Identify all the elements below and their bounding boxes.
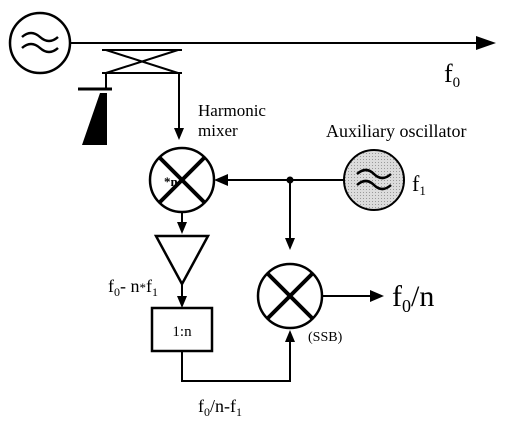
load-icon <box>82 93 107 145</box>
divider-box: 1:n <box>150 306 214 353</box>
aux-oscillator <box>343 149 405 211</box>
harmonic-mixer-label-2: mixer <box>198 121 238 140</box>
directional-coupler <box>102 49 182 74</box>
aux-oscillator-label: Auxiliary oscillator <box>326 121 466 141</box>
if-signal-label: f0- n*f1 <box>108 276 158 299</box>
ssb-output-line <box>322 290 384 302</box>
ssb-mixer <box>256 262 324 330</box>
termination-load <box>78 73 112 145</box>
mixer-to-amp-line <box>177 212 187 234</box>
svg-text:f1: f1 <box>412 171 426 198</box>
main-oscillator <box>8 11 72 75</box>
aux-freq-base: f <box>412 171 420 196</box>
amp-to-divider-line <box>177 284 187 308</box>
divided-output-label: f0/n <box>392 280 434 316</box>
harmonic-mixer: *n <box>148 146 216 214</box>
divider-to-ssb-line <box>181 330 295 382</box>
harmonic-factor: *n <box>164 174 179 189</box>
main-output-line <box>70 36 496 50</box>
arrowhead-icon <box>370 290 384 302</box>
main-output-label: f0 <box>444 59 460 91</box>
triangle-icon <box>153 234 211 287</box>
sine-wave-icon <box>356 168 392 191</box>
arrowhead-icon <box>476 36 496 50</box>
sine-wave-icon <box>21 31 59 54</box>
ssb-label: (SSB) <box>308 330 343 345</box>
diff-signal-label: f0/n-f1 <box>198 396 242 419</box>
coupler-to-mixer-line <box>174 73 184 140</box>
harmonic-mixer-label-1: Harmonic <box>198 101 266 120</box>
lo-line <box>214 174 344 250</box>
aux-freq-sub: 1 <box>419 183 426 198</box>
divider-label: 1:n <box>172 324 192 340</box>
